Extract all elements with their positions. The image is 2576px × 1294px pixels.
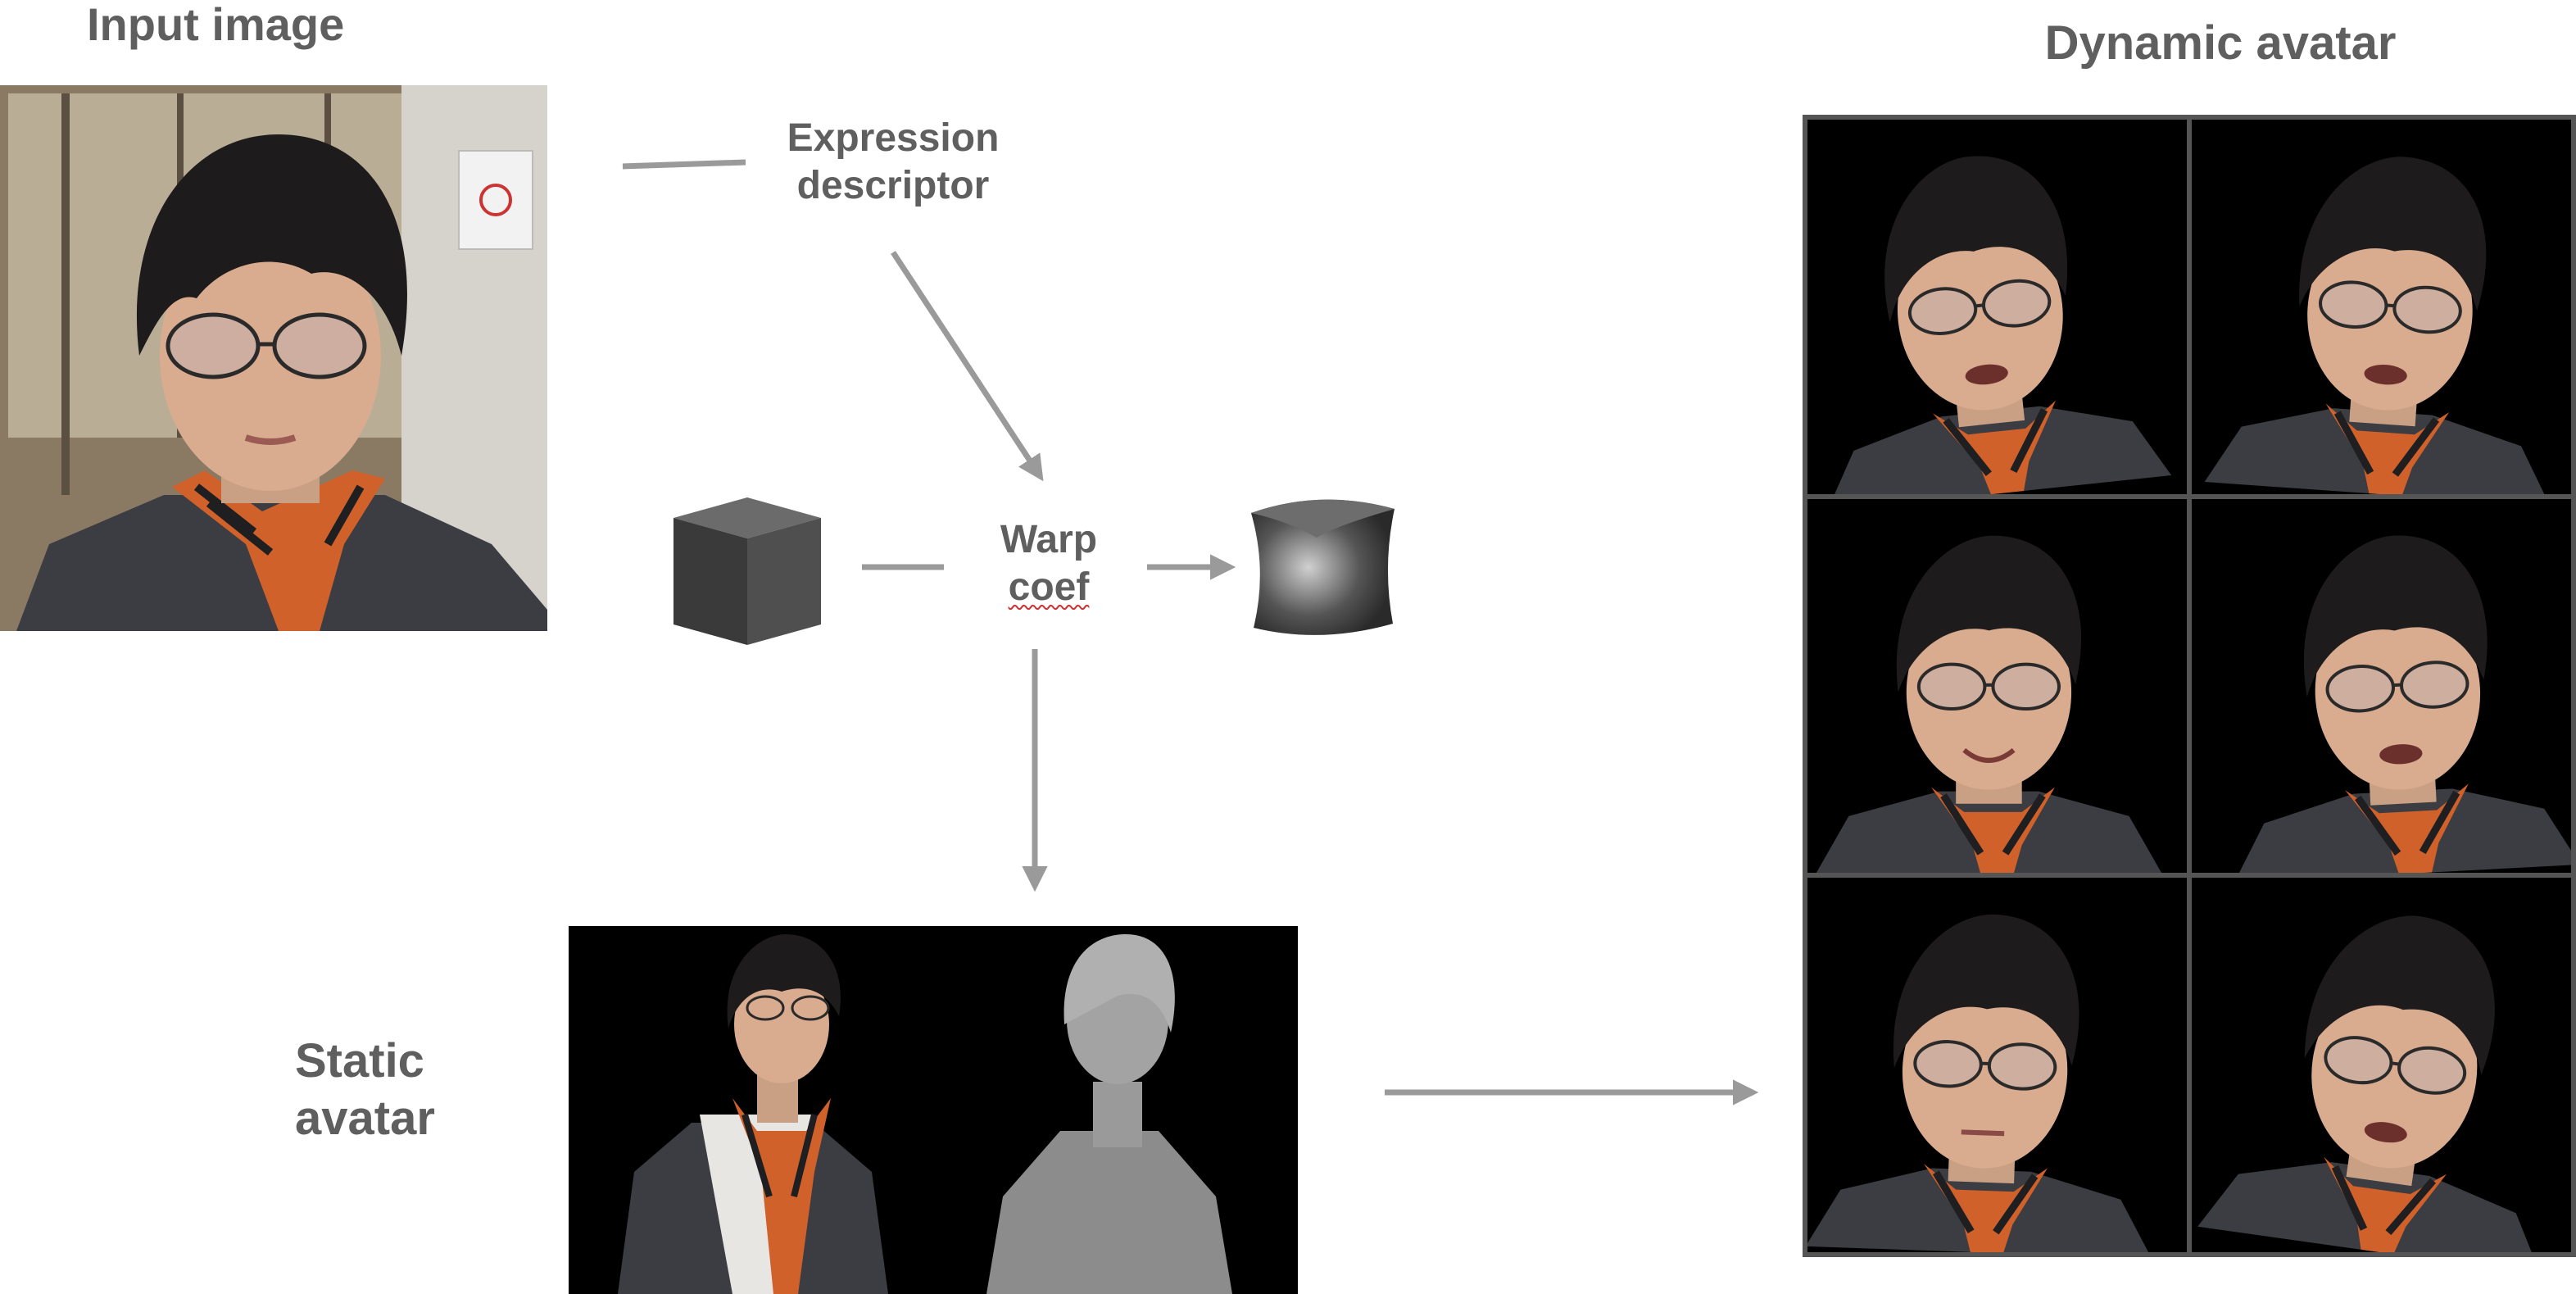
- static-label-line2: avatar: [295, 1091, 435, 1145]
- warped-cube-image: [1239, 488, 1403, 644]
- expression-to-warp-arrow: [891, 251, 1044, 482]
- warp-coef-label: Warp coef: [942, 516, 1155, 611]
- dynamic-avatar-title: Dynamic avatar: [2044, 16, 2397, 70]
- expression-label-line2: descriptor: [796, 163, 990, 207]
- avatar-frame-3: [1807, 498, 2187, 874]
- avatar-frame-4: [2192, 498, 2571, 874]
- input-to-expression-line: [622, 159, 746, 170]
- avatar-frame-1: [1807, 120, 2187, 494]
- avatar-frame-6: [2192, 878, 2571, 1252]
- static-label-line1: Static: [295, 1034, 424, 1087]
- dynamic-avatar-grid: [1803, 115, 2576, 1257]
- static-avatar-label: Static avatar: [295, 1033, 508, 1146]
- canonical-cube-image: [665, 493, 829, 649]
- avatar-frame-2: [2192, 120, 2571, 494]
- static-avatar-image: [569, 926, 1298, 1294]
- warp-label-line1: Warp: [1000, 518, 1098, 561]
- expression-label-line1: Expression: [787, 116, 1000, 160]
- expression-descriptor-label: Expression descriptor: [729, 115, 1057, 209]
- warp-label-line2: coef: [1008, 565, 1090, 609]
- avatar-frame-5: [1807, 878, 2187, 1252]
- input-image-title: Input image: [87, 0, 345, 50]
- input-image-photo: [0, 85, 547, 631]
